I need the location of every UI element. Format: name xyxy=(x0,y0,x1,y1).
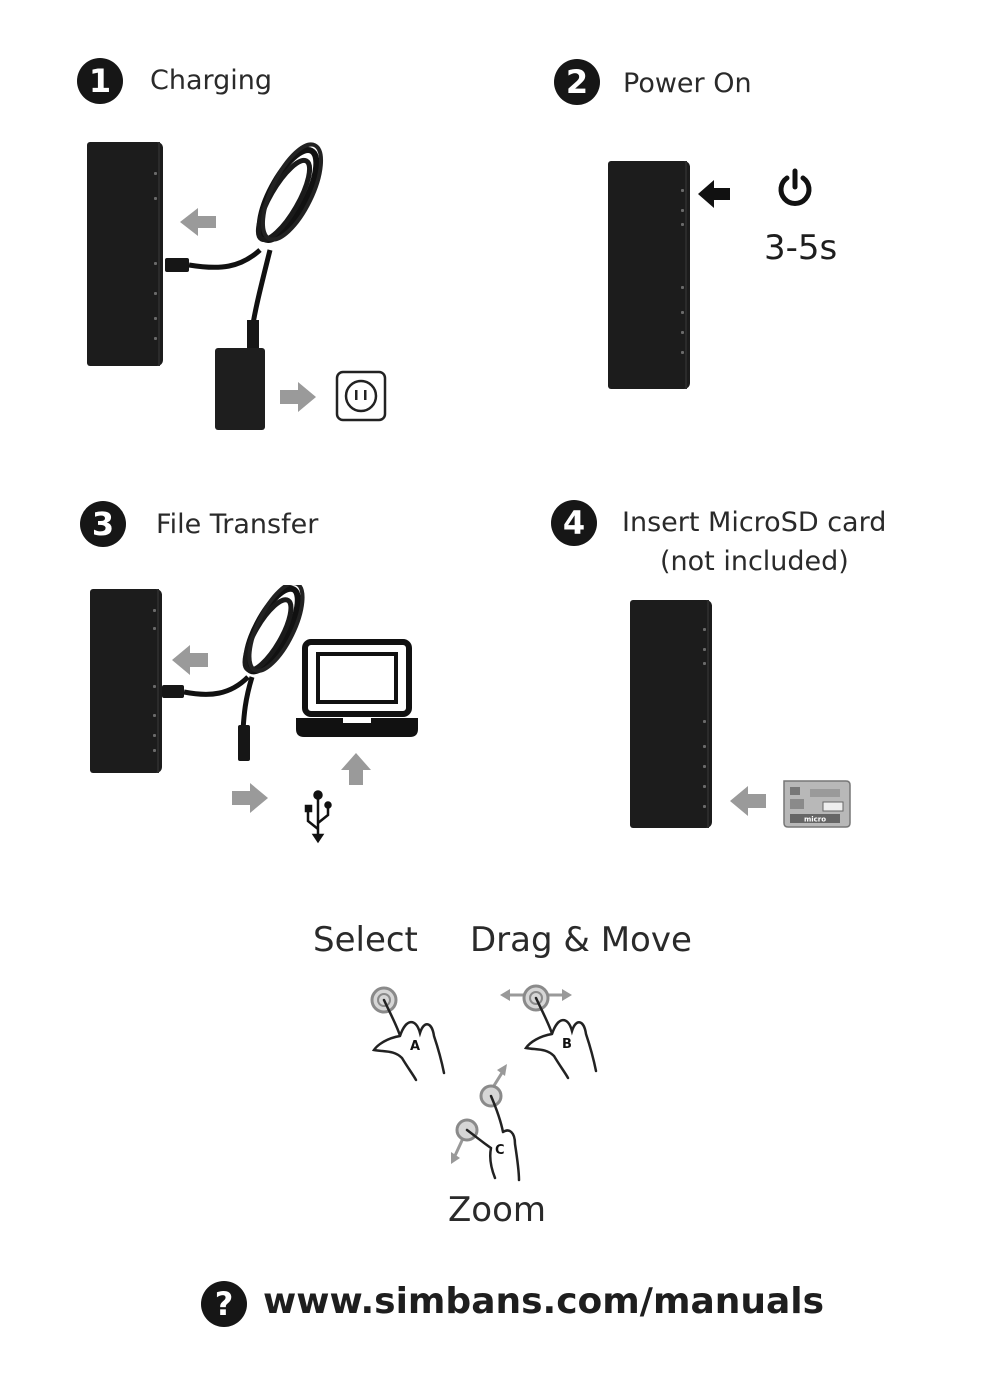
svg-text:micro: micro xyxy=(804,816,826,824)
right-arrow-icon xyxy=(280,382,316,412)
help-icon: ? xyxy=(201,1281,247,1327)
left-arrow-icon xyxy=(180,208,216,236)
hand-c-letter: C xyxy=(495,1143,505,1158)
power-icon xyxy=(774,167,816,209)
outlet-icon xyxy=(337,372,385,420)
up-arrow-icon xyxy=(341,753,371,785)
manual-url[interactable]: www.simbans.com/manuals xyxy=(263,1281,824,1322)
step-4-badge: 4 xyxy=(551,500,597,546)
left-arrow-icon xyxy=(172,645,208,675)
transfer-cable-illustration xyxy=(160,585,430,845)
right-arrow-icon xyxy=(232,783,268,813)
hand-tap-icon: A xyxy=(358,978,458,1088)
step-4-subtitle: (not included) xyxy=(660,546,849,577)
gesture-drag-label: Drag & Move xyxy=(470,920,692,960)
hold-time-label: 3-5s xyxy=(764,228,837,268)
step-2-badge: 2 xyxy=(554,59,600,105)
tablet-microsd xyxy=(630,600,712,828)
step-3-title: File Transfer xyxy=(156,509,318,540)
usb-icon xyxy=(306,792,331,842)
microsd-card-icon: micro xyxy=(784,781,850,827)
power-arrow-left-icon xyxy=(698,178,732,210)
hand-b-letter: B xyxy=(562,1037,572,1052)
charging-cable-illustration xyxy=(160,140,400,440)
hand-zoom-icon: C xyxy=(445,1062,535,1187)
gesture-select-label: Select xyxy=(313,920,418,960)
step-1-title: Charging xyxy=(150,65,272,96)
left-arrow-icon xyxy=(730,786,766,816)
gesture-zoom-label: Zoom xyxy=(448,1190,546,1230)
tablet-power xyxy=(608,161,690,389)
step-3-badge: 3 xyxy=(80,501,126,547)
microsd-insert-illustration: micro xyxy=(728,775,858,830)
hand-a-letter: A xyxy=(410,1039,420,1054)
tablet-charging xyxy=(87,142,163,366)
step-1-badge: 1 xyxy=(77,58,123,104)
tablet-transfer xyxy=(90,589,162,773)
step-4-title: Insert MicroSD card xyxy=(622,507,886,538)
step-2-title: Power On xyxy=(623,68,752,99)
laptop-icon xyxy=(296,642,418,737)
